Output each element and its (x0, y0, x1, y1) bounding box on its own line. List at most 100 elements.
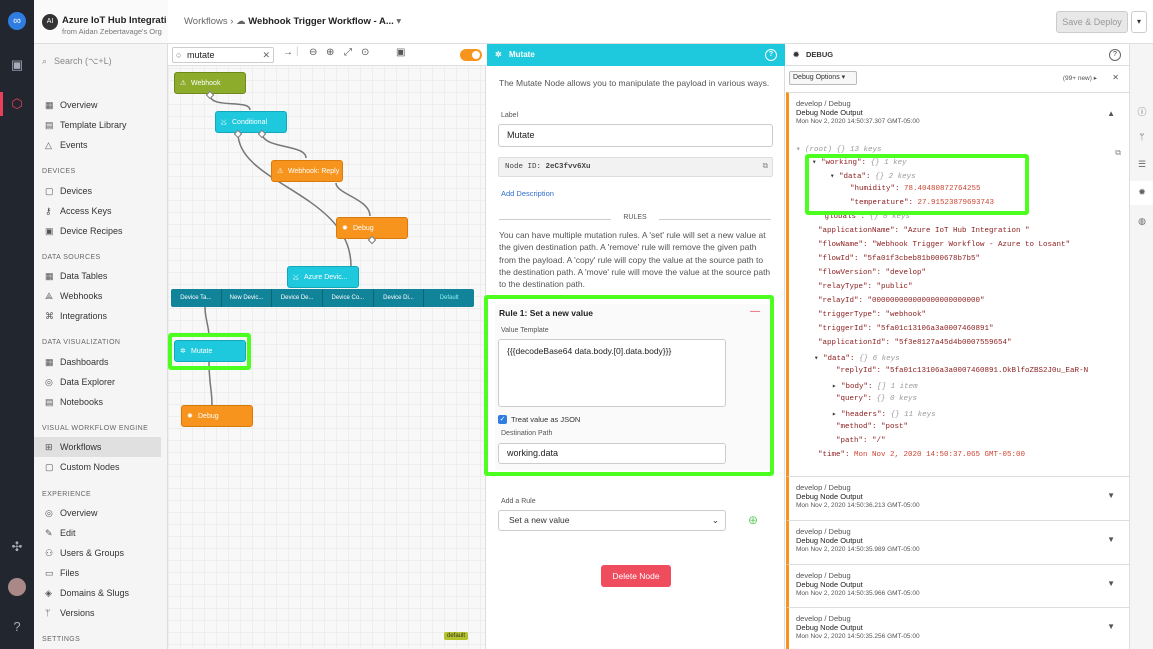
json-data-2[interactable]: ▾ "data": {} 6 keys (814, 355, 900, 363)
debug-message[interactable]: develop / Debug Debug Node Output Mon No… (786, 564, 1129, 607)
expand-icon[interactable]: ▼ (1107, 579, 1115, 588)
remove-rule-button[interactable]: — (750, 306, 760, 317)
add-description-link[interactable]: Add Description (501, 189, 554, 198)
nav-events[interactable]: △Events (34, 135, 161, 155)
json-root[interactable]: ▾ (root) {} 13 keys (796, 146, 882, 154)
value-template-textarea[interactable]: {{{decodeBase64 data.body.[0].data.body}… (498, 339, 726, 407)
globe-icon[interactable]: ◍ (1138, 216, 1146, 226)
destination-path-input[interactable]: working.data (498, 443, 726, 464)
help-icon[interactable]: ? (13, 619, 21, 634)
comment-icon[interactable]: ▣ (396, 47, 406, 58)
nav-data-explorer[interactable]: ◎Data Explorer (34, 372, 161, 392)
node-azure-device[interactable]: ⤩Azure Devic... (287, 266, 359, 288)
deploy-dropdown-button[interactable]: ▾ (1131, 11, 1147, 33)
json-body[interactable]: ▸ "body": [] 1 item (832, 383, 918, 391)
arrow-right-icon[interactable]: → (283, 47, 293, 58)
debug-title: DEBUG (806, 50, 834, 59)
node-debug-2[interactable]: ✹Debug (181, 405, 253, 427)
zoom-reset-icon[interactable]: ⊙ (361, 47, 370, 58)
webhook-icon: ⟁ (45, 291, 54, 301)
json-working[interactable]: ▾ "working": {} 1 key (812, 159, 907, 167)
node-mutate[interactable]: ✲Mutate (174, 340, 246, 362)
json-key: "body": (841, 383, 873, 391)
app-header[interactable]: AI Azure IoT Hub Integrati... from Aidan… (34, 0, 168, 44)
output-path[interactable]: Device Di... (374, 289, 425, 307)
nav-label: Access Keys (60, 206, 112, 216)
expand-icon[interactable]: ▼ (1107, 535, 1115, 544)
clear-icon[interactable]: ✕ (262, 50, 270, 60)
label-input[interactable]: Mutate (498, 124, 773, 147)
zoom-out-icon[interactable]: ⊖ (309, 47, 318, 58)
fit-screen-icon[interactable]: ⤢ (344, 47, 352, 58)
nav-custom-nodes[interactable]: ▢Custom Nodes (34, 457, 161, 477)
delete-node-button[interactable]: Delete Node (601, 565, 671, 587)
expand-icon[interactable]: ▼ (1107, 622, 1115, 631)
nav-data-tables[interactable]: ▦Data Tables (34, 266, 161, 286)
network-icon[interactable]: ✣ (11, 539, 23, 554)
json-headers[interactable]: ▸ "headers": {} 11 keys (832, 411, 936, 419)
canvas-search-input[interactable]: ○ mutate ✕ (172, 47, 274, 63)
output-path[interactable]: Device Ta... (171, 289, 222, 307)
clear-debug-icon[interactable]: ✕ (1112, 73, 1119, 82)
nav-workflows[interactable]: ⊞Workflows (34, 437, 161, 457)
nav-dashboards[interactable]: ▦Dashboards (34, 352, 161, 372)
help-icon[interactable]: ? (1109, 49, 1121, 61)
copy-icon[interactable]: ⧉ (1115, 148, 1121, 157)
add-rule-plus-icon[interactable]: ⊕ (748, 513, 759, 527)
sidebar-search[interactable]: ⌕Search (⌥+L) (42, 56, 160, 72)
nav-integrations[interactable]: ⌘Integrations (34, 306, 161, 326)
storage-icon[interactable]: ☰ (1137, 159, 1147, 169)
copy-icon[interactable]: ⧉ (762, 163, 768, 171)
node-conditional[interactable]: ⤩Conditional (215, 111, 287, 133)
workflow-canvas[interactable]: ○ mutate ✕ → | ⊖ ⊕ ⤢ ⊙ ▣ ⚠Webhook ⤩Condi… (168, 44, 486, 649)
nav-exp-overview[interactable]: ◎Overview (34, 503, 161, 523)
bug-icon[interactable]: ✹ (1138, 187, 1146, 197)
json-key: "working": (821, 159, 867, 167)
dashboard-icon[interactable]: ▣ (10, 57, 24, 72)
output-path[interactable]: Device Co... (323, 289, 374, 307)
info-icon[interactable]: ⓘ (1137, 107, 1147, 117)
nav-files[interactable]: ▭Files (34, 563, 161, 583)
treat-json-checkbox[interactable]: ✓ (498, 415, 507, 424)
add-rule-select[interactable]: Set a new value⌄ (498, 510, 726, 531)
debug-message[interactable]: develop / Debug Debug Node Output Mon No… (786, 607, 1129, 649)
application-cube-icon[interactable]: ⬡ (11, 96, 23, 111)
breadcrumb-workflows[interactable]: Workflows (184, 16, 228, 27)
node-debug-1[interactable]: ✹Debug (336, 217, 408, 239)
domain-icon: ◈ (45, 588, 52, 598)
debug-message-expanded[interactable]: develop / Debug Debug Node Output Mon No… (786, 92, 1129, 476)
user-avatar[interactable] (8, 578, 26, 596)
nav-users-groups[interactable]: ⚇Users & Groups (34, 543, 161, 563)
nav-devices[interactable]: ▢Devices (34, 181, 161, 201)
zoom-in-icon[interactable]: ⊕ (326, 47, 335, 58)
json-data[interactable]: ▾ "data": {} 2 keys (830, 173, 916, 181)
losant-logo-icon[interactable]: ∞ (8, 12, 26, 30)
nav-notebooks[interactable]: ▤Notebooks (34, 392, 161, 412)
node-webhook-reply[interactable]: ⚠Webhook: Reply (271, 160, 343, 182)
play-icon[interactable]: ▸ (1093, 75, 1097, 82)
debug-options-button[interactable]: Debug Options ▾ (789, 71, 857, 85)
nav-device-recipes[interactable]: ▣Device Recipes (34, 221, 161, 241)
help-icon[interactable]: ? (765, 49, 777, 61)
expand-icon[interactable]: ▼ (1107, 491, 1115, 500)
debug-message[interactable]: develop / Debug Debug Node Output Mon No… (786, 520, 1129, 564)
nav-domains-slugs[interactable]: ◈Domains & Slugs (34, 583, 161, 603)
canvas-toggle[interactable] (460, 49, 482, 61)
nav-template-library[interactable]: ▤Template Library (34, 115, 161, 135)
json-meta: {} 2 keys (875, 173, 916, 181)
debug-message[interactable]: develop / Debug Debug Node Output Mon No… (786, 476, 1129, 520)
collapse-icon[interactable]: ▲ (1107, 109, 1115, 118)
nav-access-keys[interactable]: ⚷Access Keys (34, 201, 161, 221)
node-webhook[interactable]: ⚠Webhook (174, 72, 246, 94)
nav-webhooks[interactable]: ⟁Webhooks (34, 286, 161, 306)
nav-overview[interactable]: ▦Overview (34, 95, 161, 115)
branch-icon[interactable]: ᛘ (1139, 132, 1145, 142)
output-path[interactable]: New Devic... (222, 289, 273, 307)
output-path-default[interactable]: Default (439, 295, 459, 301)
save-deploy-button[interactable]: Save & Deploy (1056, 11, 1128, 33)
nav-edit[interactable]: ✎Edit (34, 523, 161, 543)
output-path[interactable]: Device De... (272, 289, 324, 307)
chevron-down-icon[interactable]: ▾ (396, 16, 402, 27)
breadcrumb-current[interactable]: Webhook Trigger Workflow - A... (248, 16, 394, 27)
